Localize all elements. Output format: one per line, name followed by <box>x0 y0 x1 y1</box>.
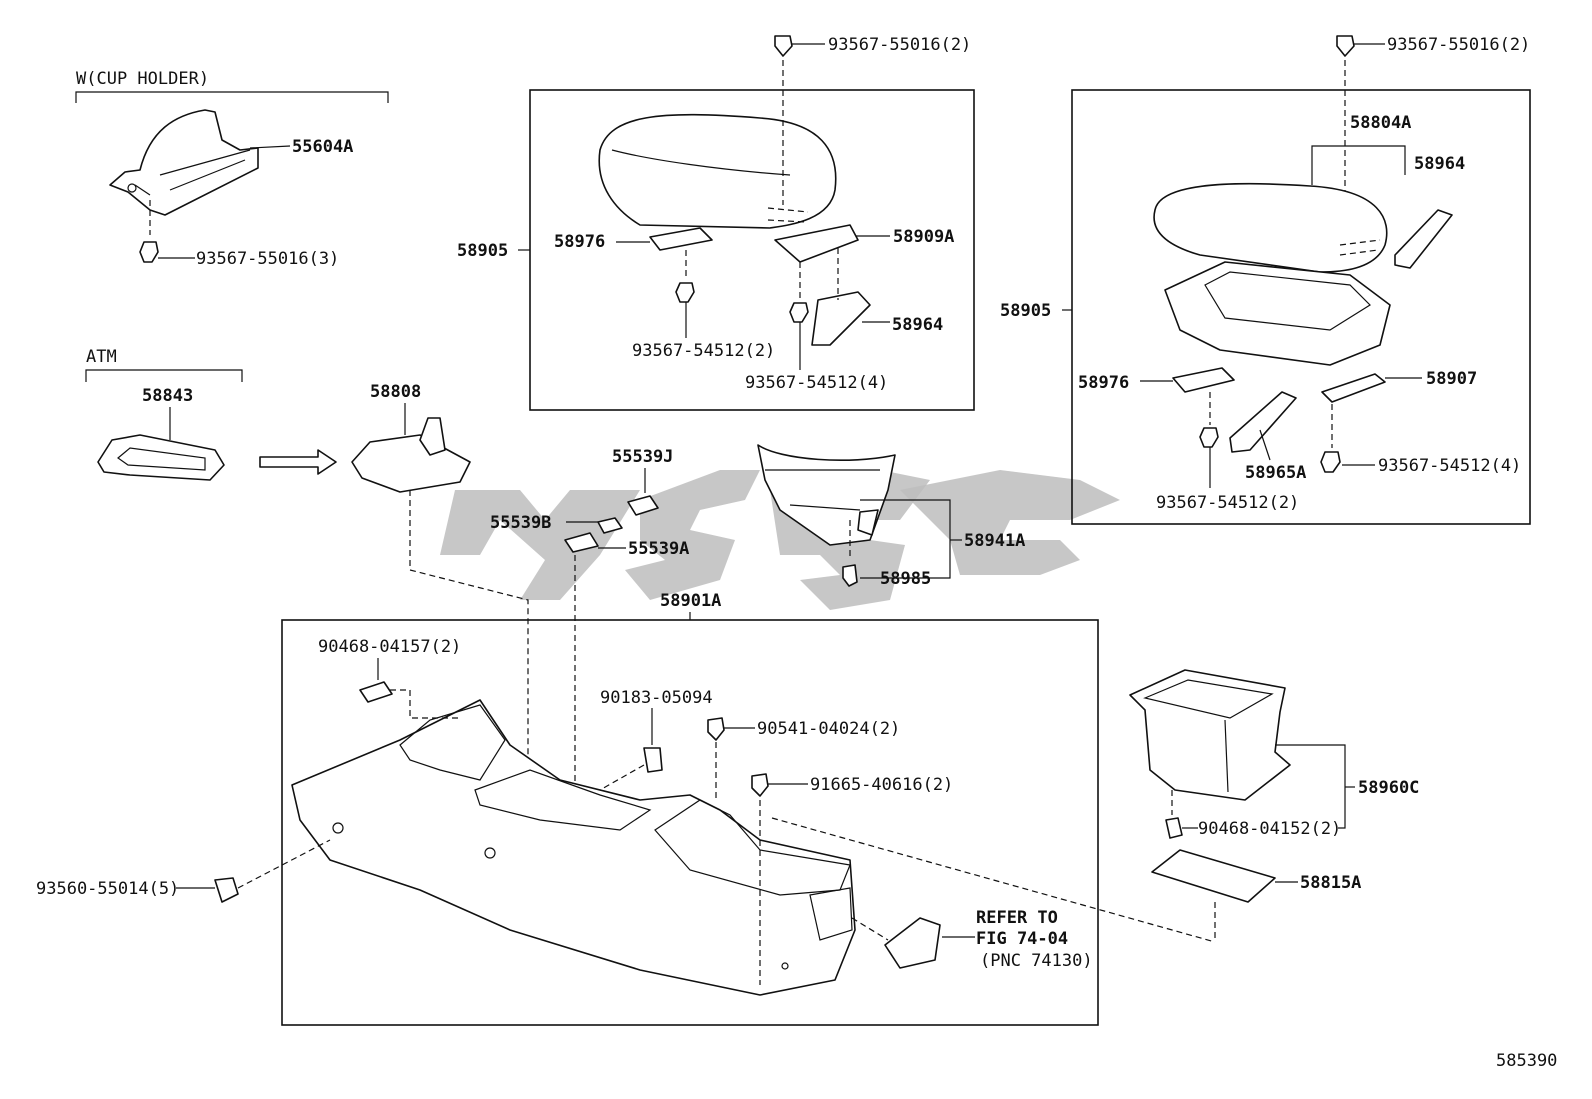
clip-58964-right <box>1394 209 1453 269</box>
callout-55539J: 55539J <box>612 447 673 467</box>
switch-covers-group: 55539J 55539B 55539A <box>490 447 689 815</box>
callout-55539B: 55539B <box>490 513 551 533</box>
screw-icon <box>751 773 769 797</box>
cup-holder-group: W(CUP HOLDER) 55604A 93567-55016(3) <box>75 69 389 269</box>
callout-90183-05094: 90183-05094 <box>600 688 713 708</box>
console-body-part-58901A <box>291 699 856 996</box>
group-label-atm: ATM <box>86 347 117 367</box>
callout-58808: 58808 <box>370 382 421 402</box>
callout-58804A: 58804A <box>1350 113 1411 133</box>
callout-58985: 58985 <box>880 569 931 589</box>
cover-55539A <box>564 532 599 553</box>
group-label-cup-holder: W(CUP HOLDER) <box>76 69 209 89</box>
clip-58964-left <box>811 291 871 346</box>
callout-90541-04024-2: 90541-04024(2) <box>757 719 900 739</box>
cup-insert-group: 58960C 90468-04152(2) 58815A <box>1129 669 1419 942</box>
cover-55539J <box>627 495 659 516</box>
screw-icon <box>1336 35 1355 57</box>
shift-boot-group: 58808 <box>351 382 529 795</box>
hinge-bracket-58976-right <box>1172 367 1235 393</box>
screw-icon <box>1199 427 1219 448</box>
mat-part-58815A <box>1151 849 1276 903</box>
clip-90183-05094 <box>643 747 663 773</box>
callout-93567-54512-2-left: 93567-54512(2) <box>632 341 775 361</box>
callout-58905-left: 58905 <box>457 241 508 261</box>
callout-58815A: 58815A <box>1300 873 1361 893</box>
refer-line-1: REFER TO <box>976 908 1058 928</box>
callout-58960C: 58960C <box>1358 778 1419 798</box>
cover-55539B <box>597 517 623 534</box>
clip-58985 <box>842 564 858 587</box>
hinge-bracket-58976-left <box>649 227 713 251</box>
callout-93567-55016-2-right: 93567-55016(2) <box>1387 35 1530 55</box>
clip-90468-04157 <box>359 681 393 703</box>
callout-58965A: 58965A <box>1245 463 1306 483</box>
callout-91665-40616-2: 91665-40616(2) <box>810 775 953 795</box>
cup-holder-part-55604A <box>109 109 259 216</box>
callout-58901A: 58901A <box>660 591 721 611</box>
atm-group: ATM 58843 <box>85 347 337 481</box>
callout-58907: 58907 <box>1426 369 1477 389</box>
screw-icon <box>214 877 239 903</box>
callout-58976-left: 58976 <box>554 232 605 252</box>
screw-icon <box>707 717 725 741</box>
refer-line-2: FIG 74-04 <box>976 929 1068 949</box>
callout-90468-04157-2: 90468-04157(2) <box>318 637 461 657</box>
center-bezel-group: 58941A 58985 <box>757 444 1025 589</box>
cup-insert-part-58960C <box>1129 669 1291 801</box>
callout-55604A: 55604A <box>292 137 353 157</box>
callout-58964-right: 58964 <box>1414 154 1465 174</box>
callout-58976-right: 58976 <box>1078 373 1129 393</box>
console-box-tray-part <box>1164 261 1391 366</box>
latch-58907 <box>1321 373 1386 403</box>
armrest-lid-part-58804A <box>1153 182 1388 273</box>
callout-93567-55016-3: 93567-55016(3) <box>196 249 339 269</box>
callout-55539A: 55539A <box>628 539 689 559</box>
callout-58941A: 58941A <box>964 531 1025 551</box>
screw-icon <box>139 241 159 263</box>
callout-93567-54512-2-right: 93567-54512(2) <box>1156 493 1299 513</box>
arrow-right-icon <box>259 449 337 475</box>
callout-58964-left: 58964 <box>892 315 943 335</box>
callout-93560-55014-5: 93560-55014(5) <box>36 879 179 899</box>
armrest-box-right: 93567-55016(2) 58804A 58964 58905 58976 … <box>1000 35 1531 525</box>
callout-58905-right: 58905 <box>1000 301 1051 321</box>
screw-icon <box>774 35 793 57</box>
callout-58843: 58843 <box>142 386 193 406</box>
refer-line-3: (PNC 74130) <box>980 951 1093 971</box>
callout-58909A: 58909A <box>893 227 954 247</box>
callout-93567-54512-4-left: 93567-54512(4) <box>745 373 888 393</box>
screw-icon <box>675 282 695 303</box>
callout-90468-04152-2: 90468-04152(2) <box>1198 819 1341 839</box>
clip-90468-04152 <box>1165 817 1183 839</box>
screw-icon <box>789 302 809 323</box>
figure-id: 585390 <box>1496 1051 1557 1071</box>
armrest-box-left: 58905 58976 58909A 93567-54512(2) 93567-… <box>457 35 975 411</box>
armrest-lid-part <box>598 113 837 229</box>
accessory-cover-part <box>884 917 941 969</box>
main-console-group: 58901A 90468-04157(2) 90183-05094 90541-… <box>36 591 1216 1026</box>
callout-93567-55016-2-top: 93567-55016(2) <box>828 35 971 55</box>
clip-58965A <box>1229 391 1297 453</box>
callout-93567-54512-4-right: 93567-54512(4) <box>1378 456 1521 476</box>
shift-boot-part-58808 <box>351 434 471 493</box>
hinge-bracket-58909A <box>774 224 859 263</box>
screw-icon <box>1320 451 1341 473</box>
